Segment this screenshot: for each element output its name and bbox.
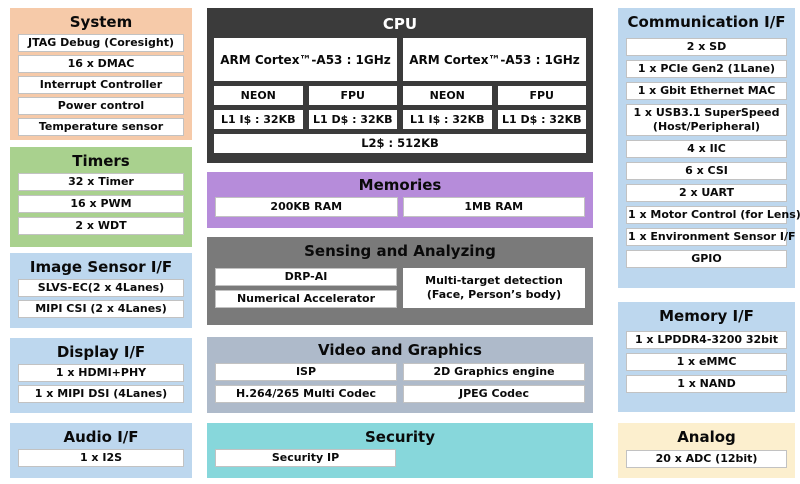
panel-sensing-analyzing: Sensing and Analyzing DRP-AI Multi-targe…: [207, 237, 593, 325]
block-2d-graphics-engine: 2D Graphics engine: [403, 363, 585, 381]
block-l1-dcache-0: L1 D$ : 32KB: [308, 110, 397, 129]
block-slvs-ec: SLVS-EC(2 x 4Lanes): [18, 279, 184, 297]
panel-sensing-title: Sensing and Analyzing: [304, 242, 496, 260]
block-temperature-sensor: Temperature sensor: [18, 118, 184, 136]
panel-analog-title: Analog: [677, 428, 736, 446]
block-motor-control: 1 x Motor Control (for Lens): [626, 206, 800, 224]
block-neon-1: NEON: [403, 86, 492, 105]
cpu-cores: ARM Cortex™-A53 : 1GHz ARM Cortex™-A53 :…: [214, 38, 586, 81]
block-mipi-csi: MIPI CSI (2 x 4Lanes): [18, 300, 184, 318]
panel-communication-title: Communication I/F: [627, 13, 786, 31]
panel-memories-title: Memories: [358, 176, 442, 194]
block-csi: 6 x CSI: [626, 162, 787, 180]
middle-column: CPU ARM Cortex™-A53 : 1GHz ARM Cortex™-A…: [207, 8, 593, 478]
block-gbit-ethernet: 1 x Gbit Ethernet MAC: [626, 82, 787, 100]
panel-communication-if: Communication I/F 2 x SD 1 x PCIe Gen2 (…: [618, 8, 800, 288]
panel-memory-if-title: Memory I/F: [659, 307, 754, 325]
block-l1-icache-0: L1 I$ : 32KB: [214, 110, 303, 129]
block-fpu-0: FPU: [308, 86, 397, 105]
block-neon-0: NEON: [214, 86, 303, 105]
block-jtag-debug: JTAG Debug (Coresight): [18, 34, 184, 52]
block-l2-cache: L2$ : 512KB: [214, 134, 586, 153]
block-fpu-1: FPU: [497, 86, 586, 105]
memory-if-rows: 1 x LPDDR4-3200 32bit 1 x eMMC 1 x NAND: [618, 331, 795, 393]
security-rows: Security IP: [207, 449, 593, 467]
block-adc: 20 x ADC (12bit): [626, 450, 787, 468]
block-pwm: 16 x PWM: [18, 195, 184, 213]
block-gpio: GPIO: [626, 250, 787, 268]
panel-memories: Memories 200KB RAM 1MB RAM: [207, 172, 593, 228]
block-isp: ISP: [215, 363, 397, 381]
block-wdt: 2 x WDT: [18, 217, 184, 235]
block-security-ip: Security IP: [215, 449, 396, 467]
panel-security-title: Security: [364, 428, 436, 446]
block-pcie: 1 x PCIe Gen2 (1Lane): [626, 60, 787, 78]
block-i2s: 1 x I2S: [18, 449, 184, 467]
panel-audio-rows: 1 x I2S: [10, 449, 192, 467]
left-column: System JTAG Debug (Coresight) 16 x DMAC …: [10, 8, 192, 478]
panel-display-if-title: Display I/F: [56, 343, 146, 361]
cpu-unit-row: NEON FPU NEON FPU: [214, 86, 586, 105]
block-200kb-ram: 200KB RAM: [215, 197, 398, 217]
panel-system: System JTAG Debug (Coresight) 16 x DMAC …: [10, 8, 192, 140]
panel-audio-if-title: Audio I/F: [63, 428, 139, 446]
panel-timers-rows: 32 x Timer 16 x PWM 2 x WDT: [10, 173, 192, 235]
memories-rows: 200KB RAM 1MB RAM: [207, 197, 593, 217]
block-mipi-dsi: 1 x MIPI DSI (4Lanes): [18, 385, 184, 403]
block-numerical-accelerator: Numerical Accelerator: [215, 290, 397, 308]
block-l1-icache-1: L1 I$ : 32KB: [403, 110, 492, 129]
panel-audio-if: Audio I/F 1 x I2S: [10, 423, 192, 478]
panel-image-sensor-if-title: Image Sensor I/F: [29, 258, 173, 276]
panel-cpu-title: CPU: [382, 15, 418, 33]
block-jpeg-codec: JPEG Codec: [403, 385, 585, 403]
block-cpu-core-0: ARM Cortex™-A53 : 1GHz: [214, 38, 397, 81]
panel-system-title: System: [69, 13, 133, 31]
block-emmc: 1 x eMMC: [626, 353, 787, 371]
block-multi-target-detection: Multi-target detection (Face, Person’s b…: [403, 268, 585, 308]
block-1mb-ram: 1MB RAM: [402, 197, 585, 217]
multi-target-line1: Multi-target detection: [425, 274, 563, 287]
panel-display-rows: 1 x HDMI+PHY 1 x MIPI DSI (4Lanes): [10, 364, 192, 403]
block-environment-sensor: 1 x Environment Sensor I/F: [626, 228, 796, 246]
block-nand: 1 x NAND: [626, 375, 787, 393]
block-l1-dcache-1: L1 D$ : 32KB: [497, 110, 586, 129]
panel-timers: Timers 32 x Timer 16 x PWM 2 x WDT: [10, 147, 192, 247]
block-power-control: Power control: [18, 97, 184, 115]
panel-image-sensor-if: Image Sensor I/F SLVS-EC(2 x 4Lanes) MIP…: [10, 253, 192, 328]
panel-video-graphics: Video and Graphics ISP 2D Graphics engin…: [207, 337, 593, 413]
block-sd: 2 x SD: [626, 38, 787, 56]
panel-image-sensor-rows: SLVS-EC(2 x 4Lanes) MIPI CSI (2 x 4Lanes…: [10, 279, 192, 318]
video-grid: ISP 2D Graphics engine H.264/265 Multi C…: [207, 363, 593, 403]
block-interrupt-controller: Interrupt Controller: [18, 76, 184, 94]
block-timer: 32 x Timer: [18, 173, 184, 191]
panel-memory-if: Memory I/F 1 x LPDDR4-3200 32bit 1 x eMM…: [618, 302, 795, 412]
sensing-grid: DRP-AI Multi-target detection (Face, Per…: [207, 268, 593, 308]
multi-target-line2: (Face, Person’s body): [426, 288, 562, 301]
block-h264-265-codec: H.264/265 Multi Codec: [215, 385, 397, 403]
block-dmac: 16 x DMAC: [18, 55, 184, 73]
block-drp-ai: DRP-AI: [215, 268, 397, 286]
panel-analog: Analog 20 x ADC (12bit): [618, 423, 795, 478]
block-lpddr4: 1 x LPDDR4-3200 32bit: [626, 331, 787, 349]
panel-display-if: Display I/F 1 x HDMI+PHY 1 x MIPI DSI (4…: [10, 338, 192, 413]
block-hdmi-phy: 1 x HDMI+PHY: [18, 364, 184, 382]
panel-video-title: Video and Graphics: [318, 341, 482, 359]
analog-rows: 20 x ADC (12bit): [618, 450, 795, 468]
panel-system-rows: JTAG Debug (Coresight) 16 x DMAC Interru…: [10, 34, 192, 136]
block-uart: 2 x UART: [626, 184, 787, 202]
block-usb31: 1 x USB3.1 SuperSpeed (Host/Peripheral): [626, 104, 787, 136]
communication-rows: 2 x SD 1 x PCIe Gen2 (1Lane) 1 x Gbit Et…: [618, 38, 800, 268]
panel-cpu: CPU ARM Cortex™-A53 : 1GHz ARM Cortex™-A…: [207, 8, 593, 163]
panel-timers-title: Timers: [72, 152, 130, 170]
panel-security: Security Security IP: [207, 423, 593, 478]
right-column: Communication I/F 2 x SD 1 x PCIe Gen2 (…: [618, 8, 800, 478]
block-cpu-core-1: ARM Cortex™-A53 : 1GHz: [403, 38, 586, 81]
cpu-l1-row: L1 I$ : 32KB L1 D$ : 32KB L1 I$ : 32KB L…: [214, 110, 586, 129]
block-iic: 4 x IIC: [626, 140, 787, 158]
